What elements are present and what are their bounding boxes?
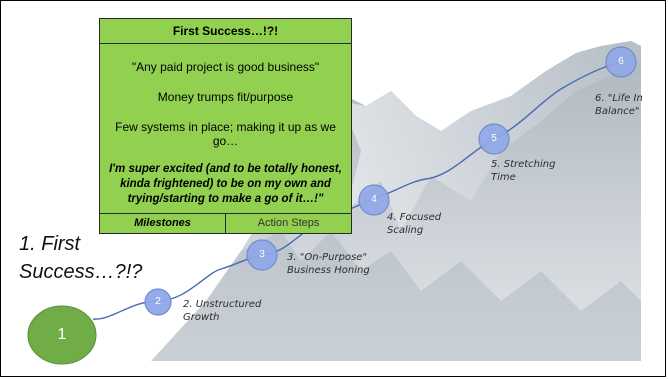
current-stage-title: 1. First Success…?!? [19,233,143,283]
stage-label-4: 4. Focused Scaling [387,212,442,236]
stage-node-3-number: 3 [259,249,265,260]
stage-node-6-number: 6 [618,56,624,67]
stage-label-6: 6. "Life In Balance" [595,93,643,117]
stage-node-5 [478,123,510,155]
stage-node-2 [144,288,172,316]
stage-node-6 [605,46,637,78]
stage-label-5: 5. Stretching Time [491,159,556,183]
tab-action-steps[interactable]: Action Steps [257,217,320,229]
stage-label-2: 2. Unstructured Growth [183,299,262,323]
card-body: "Any paid project is good business" Mone… [100,60,351,207]
stage-node-2-number: 2 [155,296,161,307]
tab-milestones[interactable]: Milestones [100,214,226,233]
card-tabs: Milestones Action Steps [100,213,351,233]
stage-node-1-number: 1 [57,326,67,343]
stage-label-3: 3. "On-Purpose" Business Honing [287,252,370,276]
card-line-3: Few systems in place; making it up as we… [115,120,336,148]
card-line-1: "Any paid project is good business" [131,60,320,74]
stage-node-5-number: 5 [491,133,497,144]
card-line-2: Money trumps fit/purpose [157,90,294,104]
stage-node-4-number: 4 [371,194,377,205]
card-quote: I'm super excited (and to be totally hon… [109,163,342,205]
card-title: First Success…!?! [100,19,351,44]
stage-node-4 [358,184,390,216]
stage-node-1 [27,305,97,365]
stage-detail-card: First Success…!?! "Any paid project is g… [99,18,352,234]
stage-node-3 [246,239,278,271]
trail-path [92,61,622,320]
